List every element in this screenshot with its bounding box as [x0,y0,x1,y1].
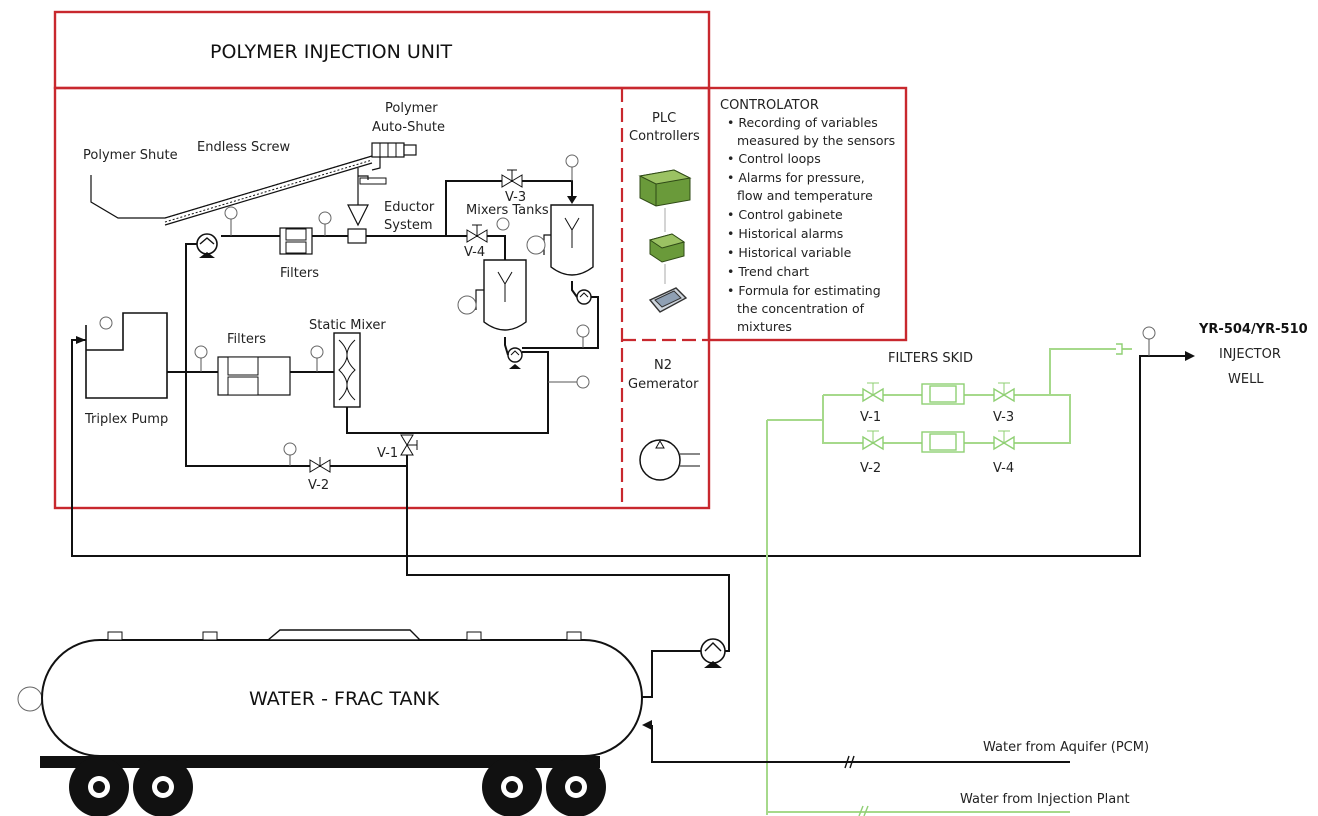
filters-skid [766,343,1132,815]
label-endless-screw: Endless Screw [197,140,290,155]
n2-generator [639,439,700,481]
filters-top [279,227,313,255]
label-frac-tank: WATER - FRAC TANK [249,688,440,710]
label-skid-v3: V-3 [993,410,1014,425]
pump-tank-1 [507,347,523,369]
label-triplex-pump: Triplex Pump [84,412,168,427]
controlator-line: • Formula for estimating [727,283,881,298]
controlator-line: measured by the sensors [737,133,895,148]
label-filters-mid: Filters [227,332,266,347]
label-eductor-2: System [384,218,432,233]
label-v2-unit: V-2 [308,478,329,493]
label-mixers-tanks: Mixers Tanks [466,203,549,218]
skid-valve-v2 [862,430,884,451]
controlator-line: • Control gabinete [727,207,843,222]
controlator-title: CONTROLATOR [720,98,819,113]
label-auto-shute-2: Auto-Shute [372,120,445,135]
controlator-line: • Control loops [727,151,821,166]
pump-tank-2 [576,289,592,305]
endless-screw [164,155,373,223]
static-mixer [333,332,361,408]
plc-rack-icon [638,169,692,207]
controlator-line: • Alarms for pressure, [727,170,865,185]
label-v1-unit: V-1 [377,446,398,461]
eductor [347,204,369,244]
valve-v1-unit [400,434,418,456]
polymer-auto-shute [359,142,417,185]
filters-mid [217,356,291,396]
controlator-box [707,86,908,342]
plc-module-icon [648,233,686,263]
label-auto-shute-1: Polymer [385,101,438,116]
skid-valve-v3 [993,382,1015,403]
label-skid-v1: V-1 [860,410,881,425]
controlator-line: • Trend chart [727,264,809,279]
label-well-2: WELL [1228,372,1264,387]
label-v3-unit: V-3 [505,190,526,205]
tank-outlet-pump [700,638,726,668]
label-plc-1: PLC [652,111,676,126]
triplex-pump [85,312,168,399]
label-eductor-1: Eductor [384,200,435,215]
mixer-tank-1 [483,259,527,331]
controlator-line: the concentration of [737,301,865,316]
label-well-id: YR-504/YR-510 [1198,322,1308,337]
tank-wheels [69,757,606,816]
controlator-line: • Recording of variables [727,115,878,130]
unit-title: POLYMER INJECTION UNIT [210,41,453,63]
label-water-aquifer: Water from Aquifer (PCM) [983,740,1149,755]
label-plc-2: Controllers [629,129,700,144]
pump-top [196,233,218,258]
label-n2-2: Gemerator [628,377,699,392]
hmi-panel-icon [648,287,688,313]
label-skid-v4: V-4 [993,461,1014,476]
controlator-line: • Historical alarms [727,226,843,241]
label-filters-top: Filters [280,266,319,281]
controlator-line: • Historical variable [727,245,852,260]
label-v4-unit: V-4 [464,245,485,260]
skid-valve-v1 [862,382,884,403]
gauges [17,154,1156,712]
label-static-mixer: Static Mixer [309,318,386,333]
valve-v2-unit [309,457,331,473]
label-filters-skid: FILTERS SKID [888,351,973,366]
valve-v4-unit [466,224,488,243]
controlator-line: mixtures [737,319,792,334]
mixer-tank-2 [550,204,594,276]
label-well-1: INJECTOR [1219,347,1281,362]
label-n2-1: N2 [654,358,672,373]
label-polymer-shute: Polymer Shute [83,148,178,163]
controlator-line: flow and temperature [737,188,873,203]
label-skid-v2: V-2 [860,461,881,476]
valve-v3-unit [501,169,523,188]
skid-valve-v4 [993,430,1015,451]
label-water-plant: Water from Injection Plant [960,792,1130,807]
